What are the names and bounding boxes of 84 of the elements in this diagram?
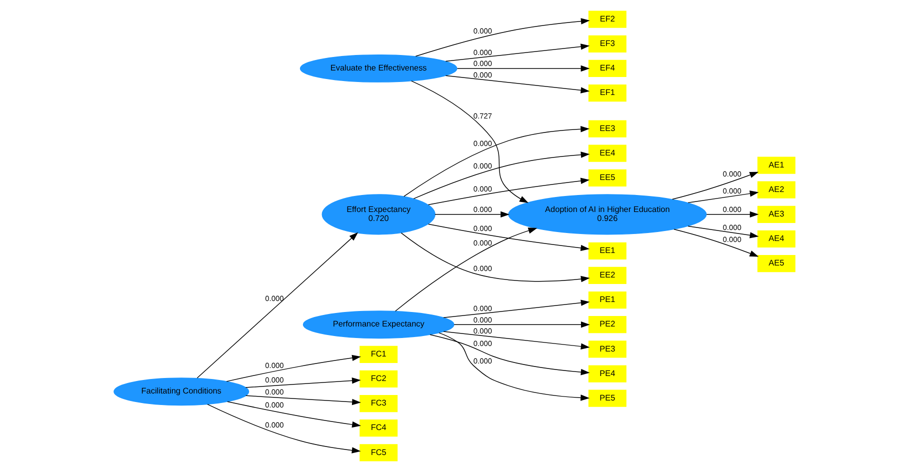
node-box: AE5 <box>757 254 796 272</box>
edge-label: 0.000 <box>265 400 284 410</box>
arrow <box>456 65 590 72</box>
edge-label: 0.000 <box>473 356 492 366</box>
arrow <box>688 226 759 238</box>
arrow <box>404 126 590 197</box>
node-box: AE3 <box>757 206 796 223</box>
arrow <box>413 152 590 200</box>
arrow <box>226 354 362 382</box>
edge-label: 0.000 <box>473 26 492 36</box>
arrow <box>454 321 590 328</box>
edge-label: 0.000 <box>265 360 284 370</box>
arrow <box>227 401 362 428</box>
node-box: EF1 <box>588 84 626 102</box>
arrow <box>430 334 590 376</box>
edge-label: 0.000 <box>473 48 492 58</box>
edge-label: 0.000 <box>473 138 492 148</box>
arrow <box>445 44 590 62</box>
node-box: FC5 <box>360 444 398 462</box>
node-box: EF3 <box>588 35 626 52</box>
arrow <box>245 378 361 388</box>
arrow <box>395 228 538 312</box>
node-ellipse: Performance Expectancy <box>302 310 454 339</box>
node-ellipse: Evaluate the Effectiveness <box>300 54 458 82</box>
edge-label: 0.000 <box>473 161 492 170</box>
edge-label: 0.000 <box>473 238 492 248</box>
edge-label: 0.000 <box>722 186 742 196</box>
arrow <box>196 232 358 378</box>
edge-label: 0.000 <box>473 264 492 273</box>
arrow <box>400 232 590 282</box>
edge-label: 0.000 <box>473 184 492 194</box>
edge-label: 0.000 <box>473 59 492 68</box>
node-box: FC2 <box>360 370 398 388</box>
node-ellipse: Effort Expectancy 0.720 <box>322 194 436 235</box>
node-box: EE4 <box>588 144 626 162</box>
arrow <box>443 331 590 350</box>
edge-label: 0.000 <box>722 223 742 232</box>
edge-label: 0.000 <box>265 294 284 303</box>
edge-label: 0.000 <box>473 315 492 324</box>
arrow <box>428 178 590 206</box>
arrow <box>672 172 759 200</box>
edge-label: 0.727 <box>473 111 492 120</box>
arrow <box>674 228 759 257</box>
arrow <box>245 395 362 406</box>
node-box: AE4 <box>757 230 796 248</box>
arrow <box>428 224 590 252</box>
edge-label: 0.000 <box>265 420 284 430</box>
edge-label: 0.000 <box>722 234 742 244</box>
node-box: EE3 <box>588 120 626 138</box>
arrow <box>411 80 528 204</box>
arrow <box>445 75 590 94</box>
node-box: PE3 <box>588 340 626 358</box>
edge-label: 0.000 <box>473 224 492 233</box>
edge-label: 0.000 <box>473 326 492 336</box>
node-box: EE2 <box>588 266 626 284</box>
node-box: PE4 <box>588 365 626 382</box>
arrow <box>434 211 510 218</box>
node-box: FC4 <box>360 420 398 437</box>
node-box: EE1 <box>588 242 626 260</box>
arrow <box>207 404 361 454</box>
node-box: PE2 <box>588 316 626 334</box>
arrow <box>438 332 590 401</box>
arrow <box>688 190 759 204</box>
edge-label: 0.000 <box>473 304 492 314</box>
edge-label: 0.000 <box>473 70 492 80</box>
node-box: EF2 <box>588 10 626 28</box>
edge-label: 0.000 <box>265 376 284 385</box>
edge-label: 0.000 <box>722 205 742 214</box>
node-box: PE5 <box>588 390 626 407</box>
node-box: AE2 <box>757 181 796 198</box>
node-ellipse: Facilitating Conditions <box>114 378 250 406</box>
arrow <box>415 18 590 57</box>
node-box: FC1 <box>360 346 398 363</box>
node-box: EE5 <box>588 169 626 186</box>
edge-label: 0.000 <box>473 339 492 348</box>
arrow <box>443 300 590 318</box>
node-box: EF4 <box>588 60 626 78</box>
edge-label: 0.000 <box>722 169 742 178</box>
node-box: AE1 <box>757 156 796 174</box>
edge-label: 0.000 <box>265 388 284 397</box>
arrow <box>706 211 759 218</box>
node-box: FC3 <box>360 394 398 412</box>
node-box: PE1 <box>588 291 626 309</box>
edge-label: 0.000 <box>473 205 492 214</box>
